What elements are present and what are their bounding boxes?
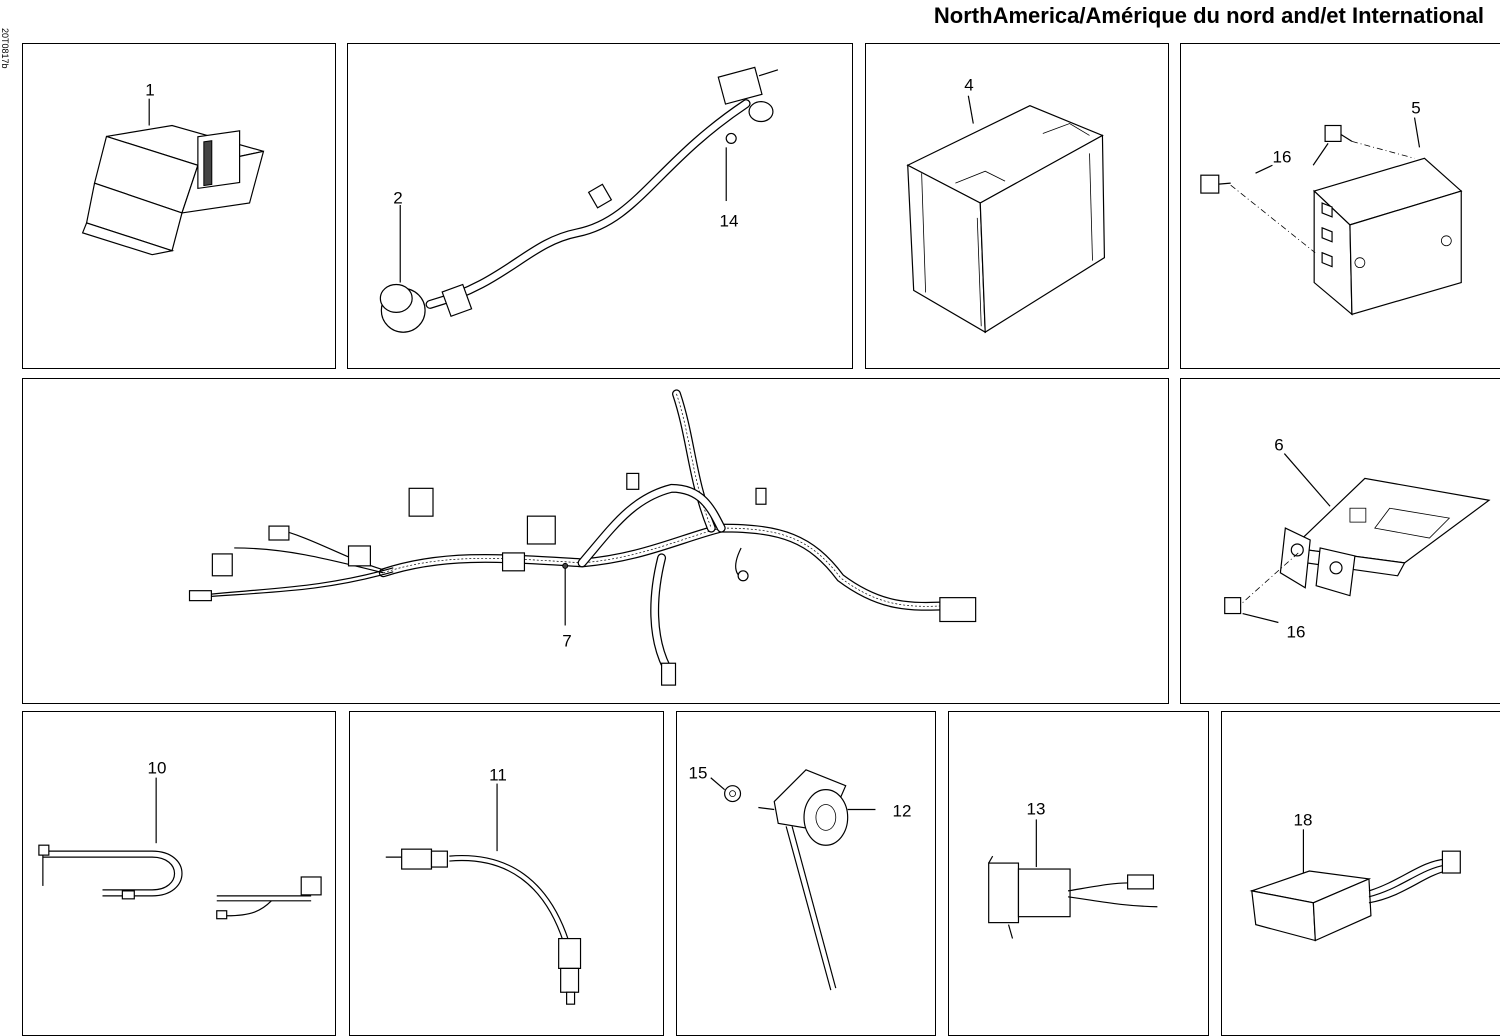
wire-loop-illustration [38,777,322,920]
panel-part-13: 13 [948,711,1209,1036]
panel-part-11: 11 [349,711,664,1036]
callout-14: 14 [719,211,739,231]
relay-illustration [81,98,265,256]
callout-11: 11 [489,765,507,785]
panel-part-1: 1 [22,43,336,369]
voltage-regulator-illustration [1200,117,1463,316]
callout-16: 16 [1286,622,1306,642]
panel-part-2: 2 14 [347,43,853,369]
panel-part-10: 10 [22,711,336,1036]
panel-part-18: 18 [1221,711,1500,1036]
panel-part-6: 6 16 [1180,378,1500,704]
panel-part-5: 5 16 [1180,43,1500,369]
callout-10: 10 [147,758,167,778]
wiring-harness-illustration [188,389,977,686]
switch-illustration [710,769,876,991]
ignition-cable-illustration [379,66,779,333]
callout-18: 18 [1293,810,1313,830]
panel-part-7: 7 [22,378,1169,704]
module-illustration [1249,829,1461,942]
battery-illustration [906,95,1106,334]
callout-12: 12 [892,801,912,821]
bracket-illustration [1224,453,1491,624]
panel-part-12: 15 12 [676,711,936,1036]
callout-6: 6 [1274,435,1284,455]
drawing-code: 20T0817b [0,28,10,69]
callout-5: 5 [1411,98,1421,118]
connector-illustration [988,819,1158,939]
callout-15: 15 [688,763,708,783]
callout-4: 4 [964,75,974,95]
sensor-illustration [385,783,582,1005]
callout-7: 7 [562,631,572,651]
callout-1: 1 [145,80,155,100]
callout-2: 2 [393,188,403,208]
callout-13: 13 [1026,799,1046,819]
panel-part-4: 4 [865,43,1169,369]
callout-16: 16 [1272,147,1292,167]
page-title: NorthAmerica/Amérique du nord and/et Int… [933,3,1484,28]
